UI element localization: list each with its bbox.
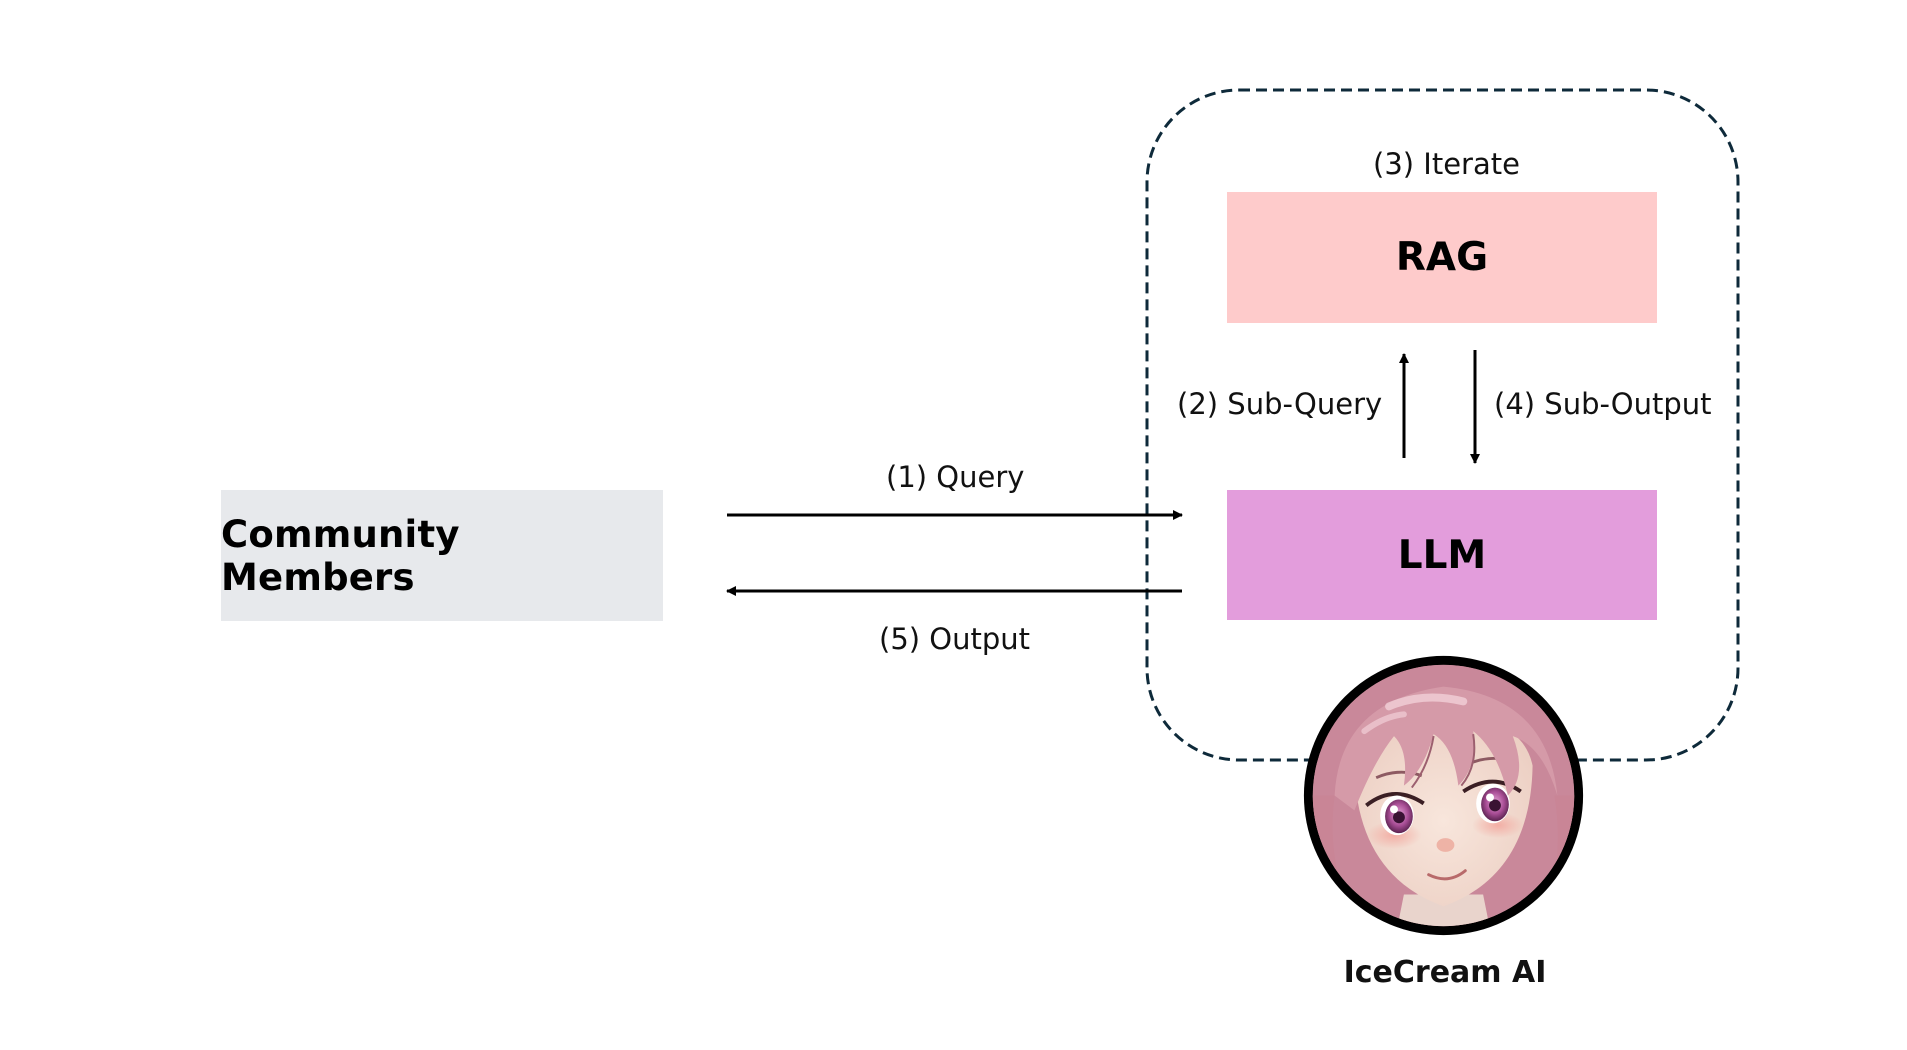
community-members-node: Community Members bbox=[221, 490, 663, 621]
rag-node: RAG bbox=[1227, 192, 1657, 323]
sub-query-label: (2) Sub-Query bbox=[1177, 387, 1383, 421]
iterate-label: (3) Iterate bbox=[1373, 147, 1520, 181]
llm-node: LLM bbox=[1227, 490, 1657, 620]
sub-output-label: (4) Sub-Output bbox=[1494, 387, 1712, 421]
icecream-ai-label: IceCream AI bbox=[1343, 955, 1547, 990]
llm-label: LLM bbox=[1397, 532, 1487, 578]
rag-label: RAG bbox=[1395, 235, 1489, 280]
community-members-label: Community Members bbox=[221, 512, 460, 599]
output-label: (5) Output bbox=[879, 622, 1031, 656]
anime-girl-avatar-icon bbox=[1303, 655, 1584, 936]
query-label: (1) Query bbox=[886, 460, 1025, 494]
